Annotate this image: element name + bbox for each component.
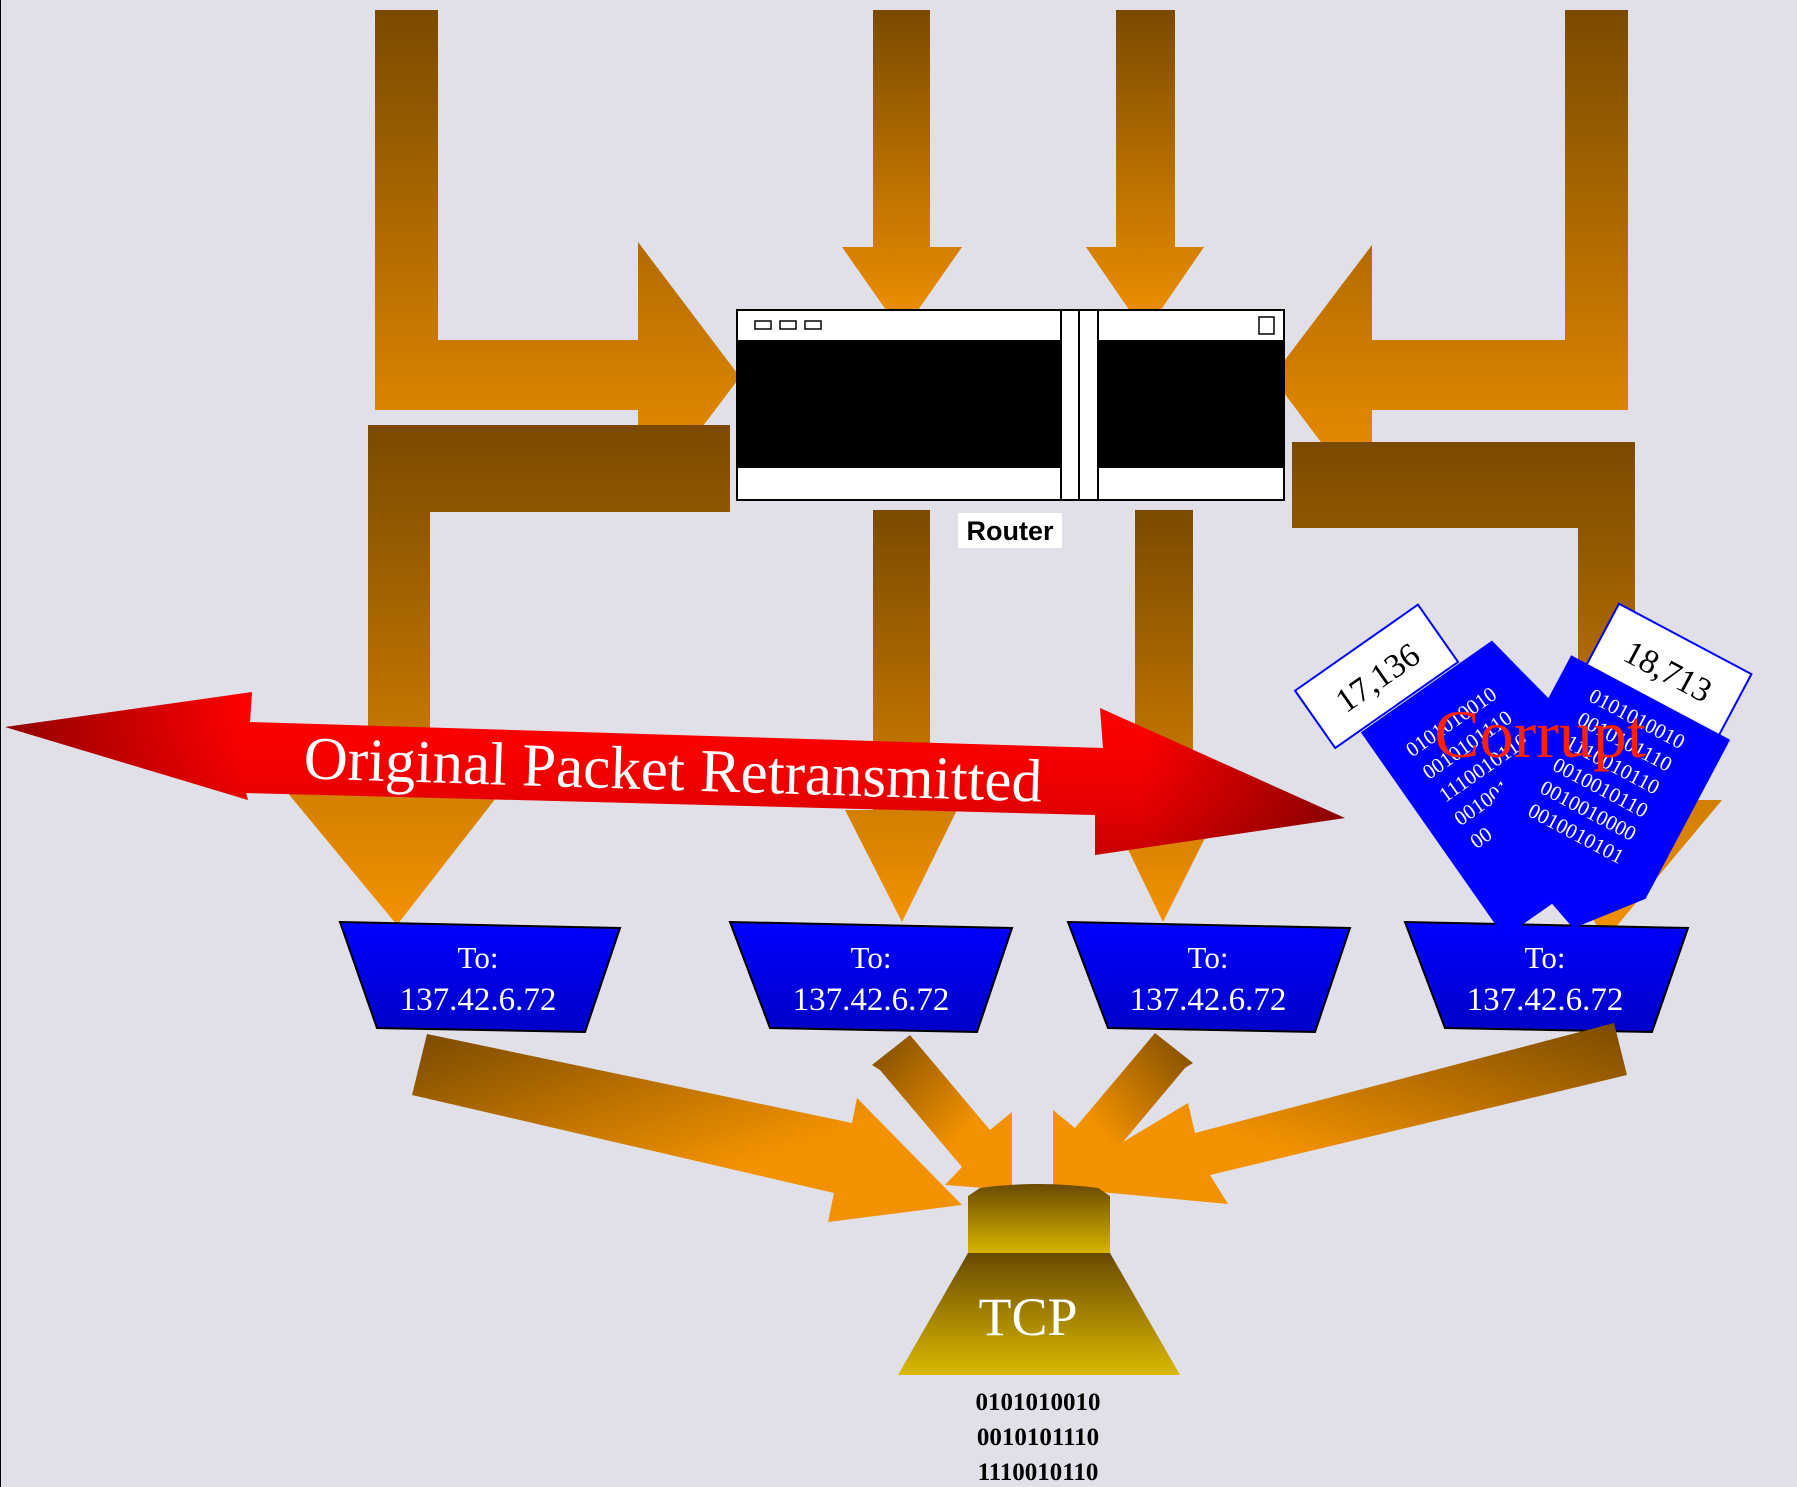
destination-address: 137.42.6.72 xyxy=(793,982,950,1018)
destination-to-label: To: xyxy=(458,940,499,975)
destination-box-1: To: 137.42.6.72 xyxy=(338,920,622,1034)
destination-address: 137.42.6.72 xyxy=(400,982,557,1018)
tcp-arrow-1 xyxy=(412,1034,962,1222)
outgoing-arrow-left xyxy=(277,425,730,925)
router-label: Router xyxy=(967,516,1054,546)
incoming-arrow-left xyxy=(375,10,740,512)
outgoing-arrow-center-right xyxy=(1109,510,1219,922)
tcp-stack: TCP xyxy=(898,1184,1180,1375)
tcp-arrow-3 xyxy=(1053,1033,1193,1190)
destination-address: 137.42.6.72 xyxy=(1467,982,1624,1018)
incoming-arrow-right xyxy=(1272,10,1628,510)
corrupt-label: Corrupt xyxy=(1434,696,1646,772)
packet-sequence-box xyxy=(1293,603,1460,750)
outgoing-arrow-center-left xyxy=(845,510,957,922)
destination-address: 137.42.6.72 xyxy=(1130,982,1287,1018)
tcp-bits-line: 1110010110 xyxy=(978,1459,1099,1486)
destination-to-label: To: xyxy=(851,940,892,975)
destination-box-3: To: 137.42.6.72 xyxy=(1066,920,1352,1034)
router-led-3 xyxy=(804,320,822,330)
destination-to-label: To: xyxy=(1188,940,1229,975)
destination-box-2: To: 137.42.6.72 xyxy=(728,920,1014,1034)
router-device xyxy=(736,309,1285,501)
tcp-label: TCP xyxy=(978,1287,1077,1347)
tcp-arrow-4 xyxy=(1048,1023,1627,1204)
destination-box-4: To: 137.42.6.72 xyxy=(1403,920,1690,1034)
router-port xyxy=(1258,316,1275,335)
tcp-bits-line: 0010101110 xyxy=(977,1424,1099,1451)
tcp-arrow-2 xyxy=(872,1035,1012,1190)
destination-to-label: To: xyxy=(1525,940,1566,975)
incoming-arrow-center-right xyxy=(1086,10,1204,333)
router-led-2 xyxy=(779,320,797,330)
incoming-arrow-center-left xyxy=(842,10,962,333)
tcp-bits-line: 0101010010 xyxy=(976,1389,1101,1416)
packet-18713: 18,713 0101010010 0010101110 1110010110 … xyxy=(1481,602,1753,929)
router-led-1 xyxy=(754,320,772,330)
